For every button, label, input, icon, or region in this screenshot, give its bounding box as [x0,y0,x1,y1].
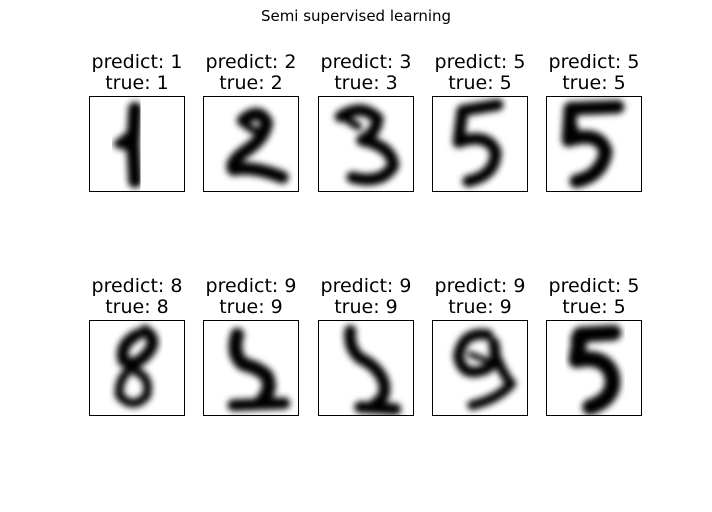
digit-image-10 [546,320,642,416]
panel-title: predict: 5 true: 5 [526,276,662,318]
digit-image-1 [89,96,185,192]
predict-label: predict: 9 [205,275,297,297]
panel-title: predict: 1 true: 1 [69,52,205,94]
true-label: true: 8 [105,296,169,318]
predict-label: predict: 5 [434,51,526,73]
predict-label: predict: 8 [91,275,183,297]
figure-title: Semi supervised learning [260,7,452,25]
panel-title: predict: 9 true: 9 [298,276,434,318]
true-label: true: 5 [448,72,512,94]
digit-image-7 [203,320,299,416]
true-label: true: 3 [334,72,398,94]
digit-image-2 [203,96,299,192]
true-label: true: 2 [219,72,283,94]
digit-image-8 [318,320,414,416]
panel-title: predict: 9 true: 9 [412,276,548,318]
digit-image-3 [318,96,414,192]
digit-image-6 [89,320,185,416]
digit-image-4 [432,96,528,192]
true-label: true: 5 [562,72,626,94]
panel-title: predict: 2 true: 2 [183,52,319,94]
true-label: true: 1 [105,72,169,94]
predict-label: predict: 5 [548,51,640,73]
true-label: true: 9 [448,296,512,318]
true-label: true: 5 [562,296,626,318]
panel-title: predict: 3 true: 3 [298,52,434,94]
panel-title: predict: 9 true: 9 [183,276,319,318]
predict-label: predict: 5 [548,275,640,297]
predict-label: predict: 9 [320,275,412,297]
panel-title: predict: 8 true: 8 [69,276,205,318]
panel-title: predict: 5 true: 5 [412,52,548,94]
predict-label: predict: 3 [320,51,412,73]
true-label: true: 9 [334,296,398,318]
predict-label: predict: 9 [434,275,526,297]
predict-label: predict: 1 [91,51,183,73]
panel-title: predict: 5 true: 5 [526,52,662,94]
digit-image-9 [432,320,528,416]
predict-label: predict: 2 [205,51,297,73]
true-label: true: 9 [219,296,283,318]
digit-image-5 [546,96,642,192]
